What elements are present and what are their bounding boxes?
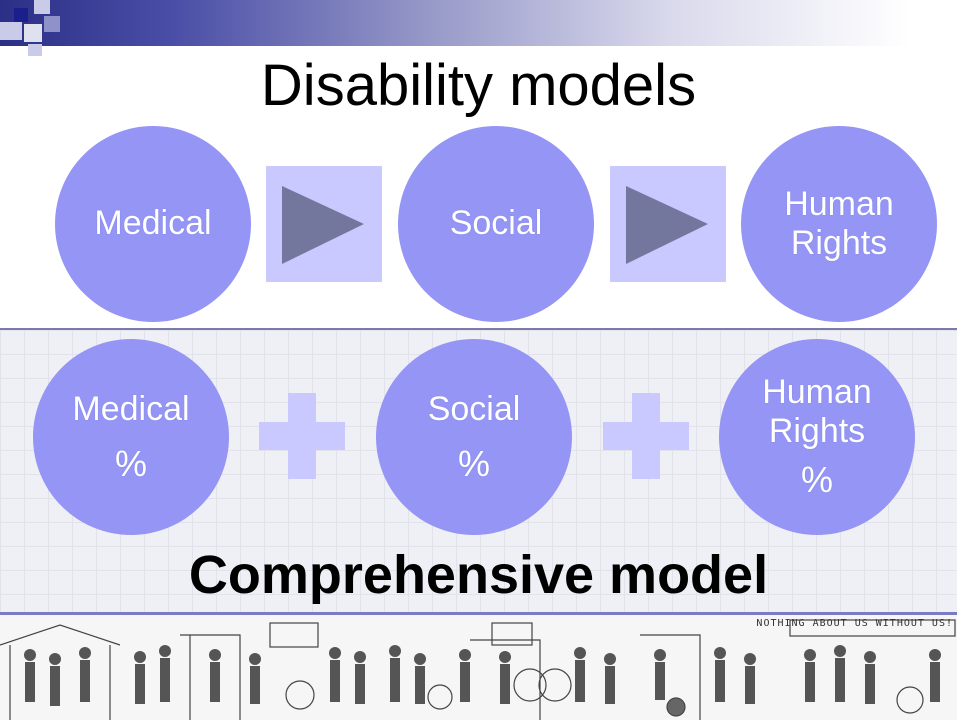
medical-percent-circle: Medical % — [33, 339, 229, 535]
human-rights-percent-circle: Human Rights % — [719, 339, 915, 535]
percent-sign: % — [800, 459, 833, 501]
right-arrow-icon — [626, 186, 708, 264]
circle-label-line2: Rights — [768, 412, 866, 451]
decor-square — [0, 22, 22, 40]
illustration-banner-text: NOTHING ABOUT US WITHOUT US! — [756, 618, 953, 629]
arrow-box — [610, 166, 726, 282]
plus-icon — [259, 393, 345, 479]
social-percent-circle: Social % — [376, 339, 572, 535]
social-model-circle: Social — [398, 126, 594, 322]
decor-square — [34, 0, 50, 14]
decor-square — [14, 8, 28, 22]
crowd-sketch-illustration — [0, 619, 956, 720]
circle-label-line2: Rights — [790, 224, 888, 262]
medical-model-circle: Medical — [55, 126, 251, 322]
right-arrow-icon — [282, 186, 364, 264]
circle-label: Social — [427, 389, 521, 428]
arrow-box — [266, 166, 382, 282]
strip-top-border — [0, 612, 957, 615]
circle-label-line1: Human — [784, 184, 894, 223]
people-illustration-strip: NOTHING ABOUT US WITHOUT US! — [0, 615, 957, 720]
circle-label: Medical — [94, 204, 212, 243]
slide-title: Disability models — [260, 53, 697, 118]
comprehensive-model-heading: Comprehensive model — [188, 545, 769, 605]
header-gradient-band — [0, 0, 957, 46]
plus-icon — [603, 393, 689, 479]
percent-sign: % — [457, 442, 490, 484]
decor-square — [44, 16, 60, 32]
percent-sign: % — [114, 442, 147, 484]
section-divider — [0, 328, 957, 330]
circle-label: Medical — [72, 389, 190, 428]
human-rights-model-circle: Human Rights — [741, 126, 937, 322]
circle-label: Social — [449, 204, 543, 243]
circle-label-line1: Human — [762, 373, 872, 412]
decor-square — [24, 24, 42, 42]
decor-square — [28, 44, 42, 56]
